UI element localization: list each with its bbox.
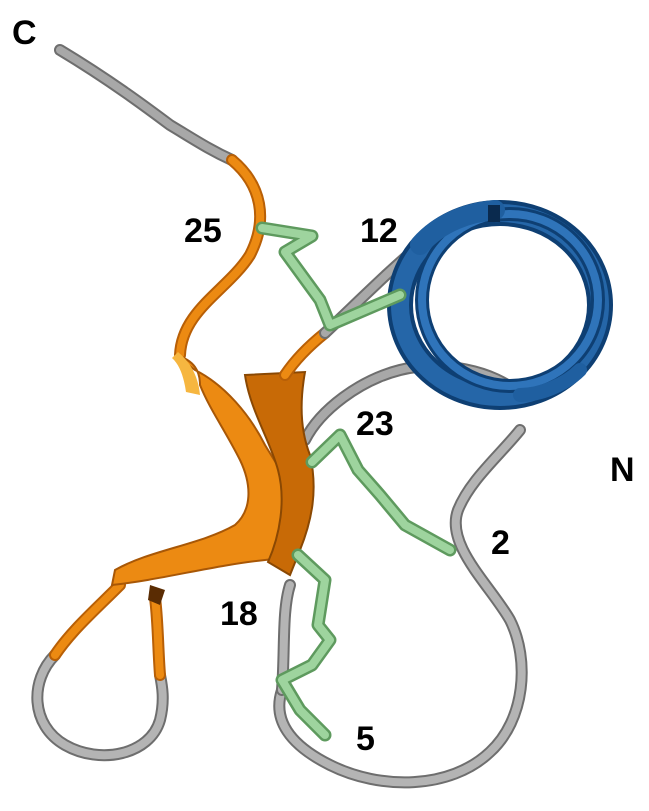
residue-5-label: 5 <box>356 722 375 756</box>
c-terminus-label: C <box>12 16 37 50</box>
residue-12-label: 12 <box>360 214 398 248</box>
n-terminus-label: N <box>610 453 635 487</box>
residue-23-label: 23 <box>356 407 394 441</box>
residue-25-label: 25 <box>184 214 222 248</box>
alpha-helix <box>400 205 600 397</box>
residue-18-label: 18 <box>220 597 258 631</box>
residue-2-label: 2 <box>491 526 510 560</box>
